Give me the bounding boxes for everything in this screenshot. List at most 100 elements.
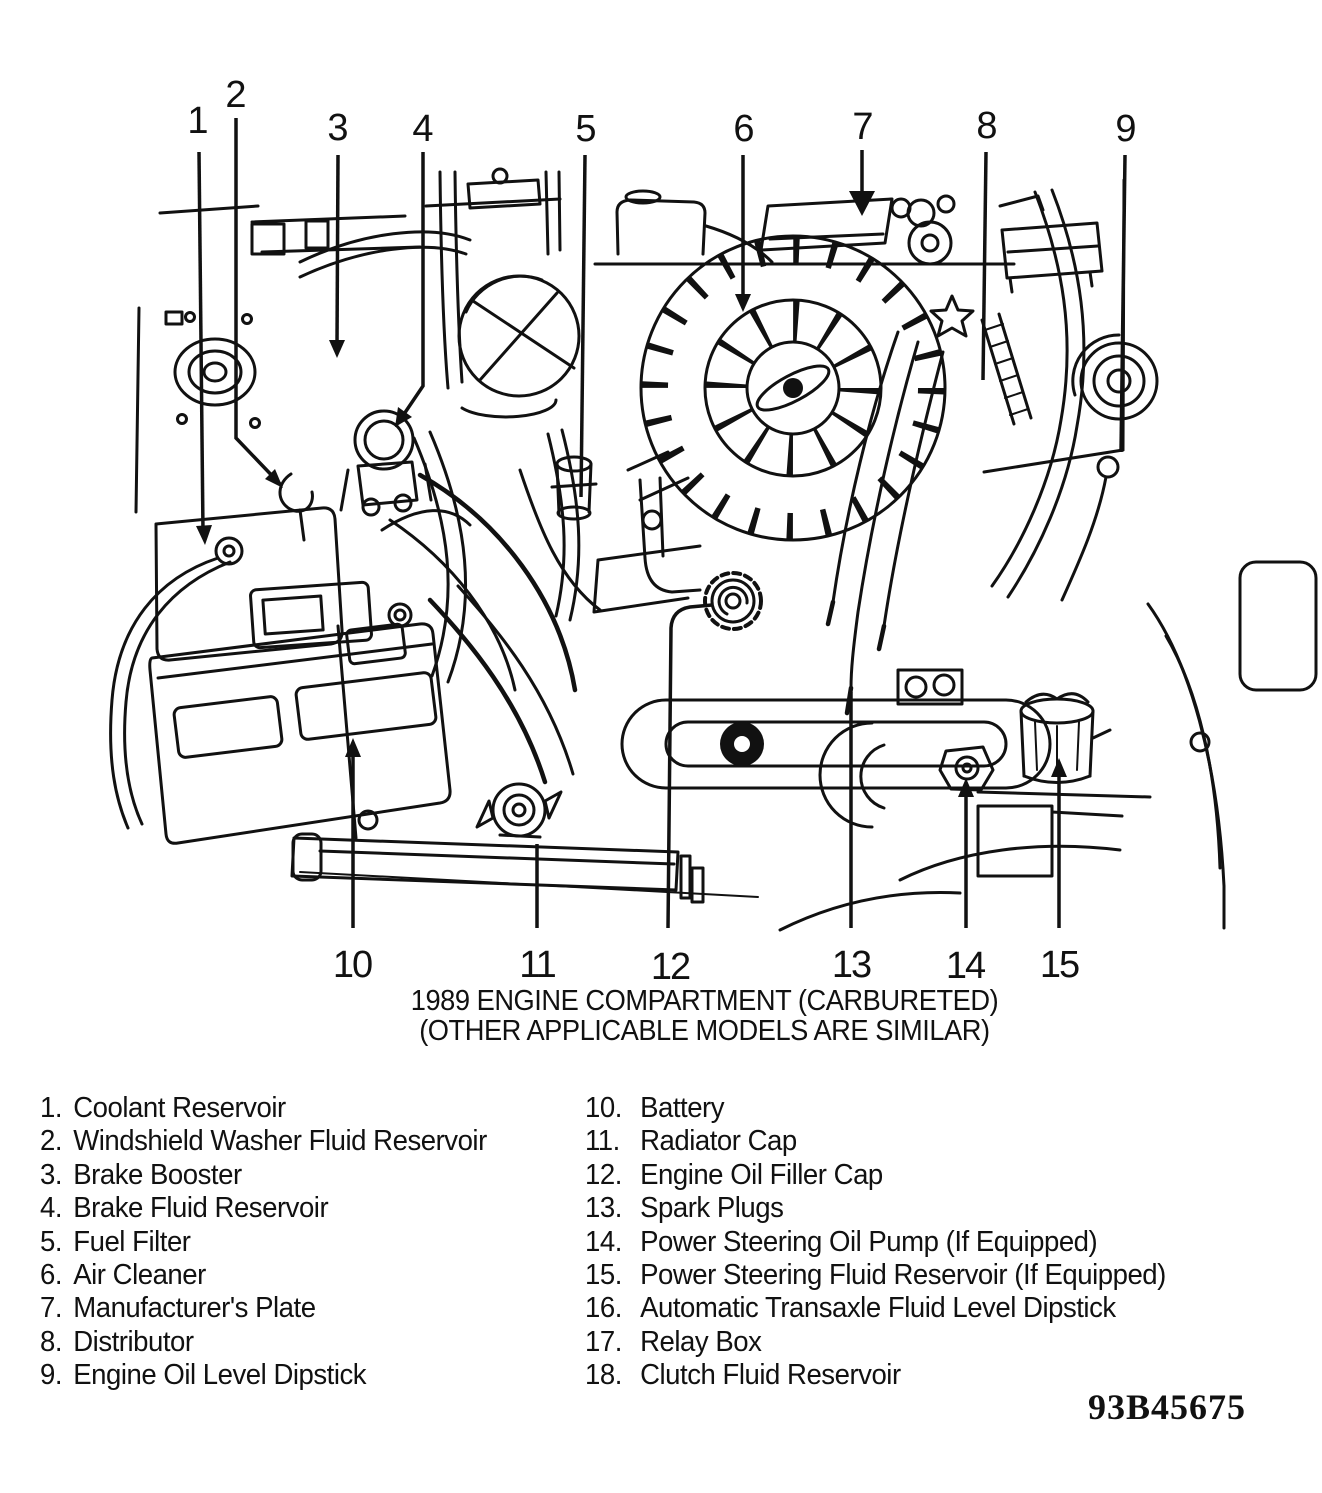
legend-item-5: 5. Fuel Filter (40, 1226, 487, 1259)
legend-label-17: Relay Box (640, 1325, 762, 1358)
legend-item-7: 7. Manufacturer's Plate (40, 1292, 487, 1325)
leader-line-3 (335, 154, 340, 345)
legend-num-5: 5. (40, 1225, 63, 1258)
legend-num-11: 11. (585, 1125, 620, 1158)
figure-caption-line1: 1989 ENGINE COMPARTMENT (CARBURETED) (86, 986, 1322, 1016)
legend-item-17: 17. Relay Box (585, 1326, 1166, 1359)
legend-item-2: 2.Windshield Washer Fluid Reservoir (40, 1125, 487, 1158)
crossmember (290, 832, 759, 904)
callout-number-14: 14 (946, 945, 986, 980)
legend-column-right: 10. Battery 11. Radiator Cap 12. Engine Oil… (585, 1092, 1196, 1393)
legend-item-13: 13. Spark Plugs (585, 1192, 1166, 1225)
legend-num-15: 15. (585, 1258, 622, 1291)
strut-tower-left (173, 311, 261, 429)
strut-tower-right (1071, 333, 1159, 421)
legend-label-6: Air Cleaner (73, 1258, 206, 1291)
callout-number-5: 5 (575, 108, 595, 150)
legend-item-10: 10. Battery (585, 1092, 1166, 1125)
legend-label-11: Radiator Cap (640, 1125, 797, 1158)
legend-label-1: Coolant Reservoir (73, 1092, 286, 1124)
arrowhead-14 (958, 778, 974, 797)
lower-right-frame (778, 731, 1211, 932)
callout-number-8: 8 (976, 105, 996, 147)
legend-num-4: 4. (40, 1192, 63, 1225)
air-intake-snorkel (615, 189, 774, 264)
legend-num-1: 1. (40, 1092, 63, 1124)
legend-num-2: 2. (40, 1125, 63, 1158)
callout-number-9: 9 (1115, 108, 1135, 150)
legend-num-9: 9. (40, 1359, 63, 1392)
callout-number-4: 4 (412, 108, 433, 150)
legend-num-13: 13. (585, 1192, 622, 1225)
callout-number-7: 7 (852, 106, 872, 148)
arrowhead-1 (196, 525, 212, 545)
callout-number-15: 15 (1040, 944, 1079, 980)
legend-label-10: Battery (640, 1092, 725, 1124)
legend-label-13: Spark Plugs (640, 1192, 784, 1225)
oil-dipstick-drawing (1060, 455, 1120, 602)
callout-number-10: 10 (333, 944, 372, 980)
legend-num-6: 6. (40, 1258, 63, 1291)
leader-line-5 (579, 154, 587, 498)
arrowhead-15 (1051, 758, 1067, 777)
leader-lines (196, 118, 1127, 929)
leader-line-2 (234, 118, 282, 486)
legend-num-18: 18. (585, 1359, 622, 1392)
legend-label-5: Fuel Filter (73, 1225, 191, 1258)
legend-num-10: 10. (585, 1092, 622, 1124)
washer-reservoir-hook (278, 472, 314, 542)
battery-drawing (148, 602, 452, 845)
callout-number-12: 12 (651, 946, 690, 980)
radiator-cap-drawing (475, 782, 563, 839)
leader-line-1 (197, 151, 205, 533)
oil-filler-cap-drawing (703, 571, 763, 631)
figure-caption-line2: (OTHER APPLICABLE MODELS ARE SIMILAR) (86, 1016, 1322, 1046)
legend-num-7: 7. (40, 1292, 63, 1325)
legend-label-16: Automatic Transaxle Fluid Level Dipstick (640, 1292, 1116, 1325)
leader-line-4 (398, 152, 425, 421)
legend-num-17: 17. (585, 1325, 622, 1358)
legend-item-16: 16.Automatic Transaxle Fluid Level Dipst… (585, 1292, 1166, 1325)
callout-number-1: 1 (187, 100, 207, 142)
intake-loop-tube (620, 698, 1052, 790)
legend-label-18: Clutch Fluid Reservoir (640, 1359, 901, 1392)
legend-item-4: 4. Brake Fluid Reservoir (40, 1192, 487, 1225)
callout-number-3: 3 (327, 107, 347, 149)
arrowhead-3 (329, 340, 345, 358)
legend-label-8: Distributor (73, 1325, 194, 1358)
legend-label-3: Brake Booster (73, 1158, 242, 1191)
legend-num-14: 14. (585, 1225, 622, 1258)
legend-label-7: Manufacturer's Plate (73, 1292, 316, 1325)
legend-item-9: 9.Engine Oil Level Dipstick (40, 1359, 487, 1392)
brake-fluid-reservoir-drawing (339, 409, 433, 517)
brake-booster-drawing (438, 167, 581, 419)
legend-label-4: Brake Fluid Reservoir (73, 1192, 329, 1225)
legend-label-12: Engine Oil Filler Cap (640, 1158, 883, 1191)
bay-frame (134, 178, 1126, 514)
legend-item-12: 12. Engine Oil Filler Cap (585, 1159, 1166, 1192)
callout-number-6: 6 (733, 108, 753, 150)
legend-num-12: 12. (585, 1158, 622, 1191)
legend-item-14: 14.Power Steering Oil Pump (If Equipped) (585, 1226, 1166, 1259)
engine-diagram: 1 2 3 4 5 6 7 8 9 10 11 12 13 14 15 (109, 74, 1318, 980)
legend-label-15: Power Steering Fluid Reservoir (If Equip… (640, 1258, 1166, 1291)
leader-line-12 (666, 603, 713, 929)
coolant-reservoir-drawing (109, 506, 344, 830)
arrowhead-7 (849, 191, 875, 216)
legend-column-left: 1. Coolant Reservoir 2.Windshield Washer … (40, 1092, 510, 1393)
leader-line-8 (981, 151, 988, 381)
legend-item-15: 15. Power Steering Fluid Reservoir (If Eq… (585, 1259, 1166, 1292)
engine-center-drawing (298, 230, 702, 785)
legend-num-8: 8. (40, 1325, 63, 1358)
callout-number-11: 11 (519, 944, 555, 980)
legend-item-6: 6. Air Cleaner (40, 1259, 487, 1292)
right-hoses-fender (990, 188, 1318, 930)
manufacturer-plate-drawing (759, 197, 894, 252)
legend-item-8: 8. Distributor (40, 1326, 487, 1359)
legend-item-3: 3.Brake Booster (40, 1159, 487, 1192)
arrowhead-6 (735, 294, 751, 312)
figure-code: 93B45675 (1088, 1387, 1247, 1427)
arrowhead-4 (395, 407, 412, 427)
figure-caption-line1-text: 1989 ENGINE COMPARTMENT (CARBURETED) (410, 985, 998, 1017)
